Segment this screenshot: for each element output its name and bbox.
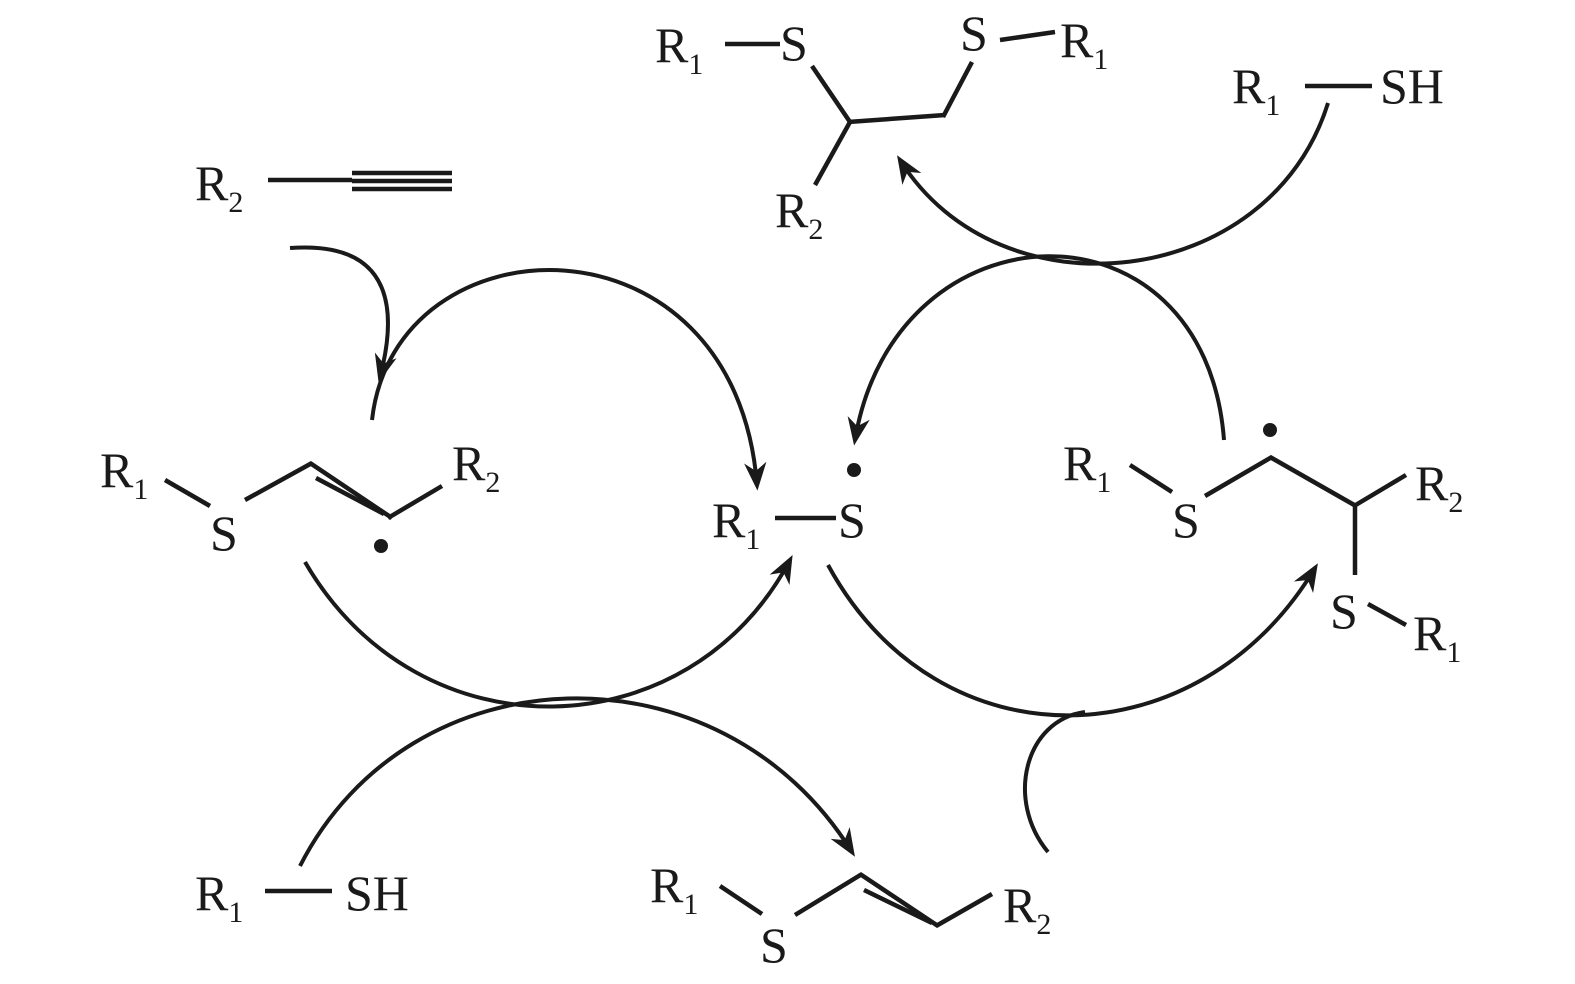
curved-arrow-thiyl-regeneration-right: [847, 254, 1226, 446]
r-label: R: [650, 857, 684, 913]
subscript-1: 1: [688, 48, 703, 81]
curved-arrow-thiyl-formation-left: [303, 555, 793, 709]
radical-dot: [374, 539, 388, 553]
bond: [847, 112, 946, 125]
r-label: R: [1232, 58, 1266, 114]
svg-text:R1: R1: [1063, 435, 1111, 499]
svg-text:R1: R1: [655, 17, 703, 81]
r-label: R: [775, 182, 809, 238]
subscript-1: 1: [1446, 636, 1461, 669]
svg-text:R2: R2: [452, 435, 500, 499]
r-label: R: [1003, 877, 1037, 933]
svg-text:R1: R1: [195, 865, 243, 929]
vinyl-sulfide-product: R1 S R2: [650, 857, 1051, 973]
subscript-1: 1: [133, 473, 148, 506]
svg-text:R1: R1: [1232, 58, 1280, 122]
sulfur-label: S: [1330, 583, 1358, 639]
curved-arrow-product-formation: [897, 102, 1330, 266]
alkyl-radical: R1 S R2 S R1: [1063, 423, 1463, 669]
sulfur-label: S: [838, 492, 866, 548]
svg-text:R2: R2: [1415, 455, 1463, 519]
subscript-2: 2: [485, 466, 500, 499]
bond: [934, 892, 994, 928]
curved-arrow-radical-addition-right: [826, 563, 1318, 718]
svg-text:R1: R1: [712, 492, 760, 556]
bond: [1203, 455, 1274, 498]
svg-text:R1: R1: [650, 857, 698, 921]
bond: [1268, 455, 1358, 508]
svg-text:R1: R1: [1060, 12, 1108, 76]
vinyl-radical: R1 S R2: [100, 435, 500, 561]
r-label: R: [452, 435, 486, 491]
bond: [163, 478, 212, 508]
bond: [386, 484, 444, 520]
radical-dot: [1263, 423, 1277, 437]
curved-arrow-vinyl-sulfide-entry: [1023, 710, 1086, 854]
radical-dot: [847, 463, 861, 477]
subscript-1: 1: [1093, 43, 1108, 76]
svg-text:R1: R1: [1413, 605, 1461, 669]
curved-arrow-alkyne-entry: [289, 245, 397, 383]
bond: [941, 60, 974, 119]
alkyne-reactant: R2: [195, 155, 452, 219]
r-label: R: [1413, 605, 1447, 661]
svg-text:R1: R1: [100, 442, 148, 506]
subscript-1: 1: [228, 896, 243, 929]
r-label: R: [195, 865, 229, 921]
subscript-2: 2: [1448, 486, 1463, 519]
double-bond: [314, 476, 386, 516]
r-label: R: [655, 17, 689, 73]
r-label: R: [712, 492, 746, 548]
subscript-2: 2: [1036, 908, 1051, 941]
r-label: R: [1415, 455, 1449, 511]
subscript-2: 2: [808, 213, 823, 246]
bond: [793, 872, 864, 917]
subscript-2: 2: [228, 186, 243, 219]
curved-arrow-thiyl-regeneration-left: [370, 268, 767, 491]
double-bond: [863, 887, 933, 926]
r-label: R: [195, 155, 229, 211]
subscript-1: 1: [1096, 466, 1111, 499]
bond: [813, 120, 852, 187]
svg-text:R2: R2: [195, 155, 243, 219]
r-label: R: [100, 442, 134, 498]
sulfur-label: S: [760, 917, 788, 973]
bond: [1128, 463, 1174, 494]
thiyl-radical: R1 S: [712, 463, 866, 556]
subscript-1: 1: [683, 888, 698, 921]
svg-text:R2: R2: [1003, 877, 1051, 941]
subscript-1: 1: [1265, 89, 1280, 122]
subscript-1: 1: [745, 523, 760, 556]
r-label: R: [1060, 12, 1094, 68]
bond: [1366, 602, 1408, 627]
svg-text:R2: R2: [775, 182, 823, 246]
sh-label: SH: [345, 865, 409, 921]
bond: [243, 461, 314, 502]
bond: [999, 29, 1056, 43]
thiol-bottom-left: R1 SH: [195, 865, 409, 929]
bond: [1352, 473, 1408, 508]
sh-label: SH: [1380, 58, 1444, 114]
sulfur-label: S: [960, 5, 988, 61]
sulfur-label: S: [780, 15, 808, 71]
bond: [718, 884, 764, 916]
sulfur-label: S: [1172, 492, 1200, 548]
thiol-top-right: R1 SH: [1232, 58, 1444, 122]
bond: [810, 64, 852, 124]
r-label: R: [1063, 435, 1097, 491]
dithioether-product: R1 S S R1 R2: [655, 5, 1108, 246]
curved-arrow-vinyl-sulfide-formation: [298, 696, 855, 867]
sulfur-label: S: [210, 505, 238, 561]
